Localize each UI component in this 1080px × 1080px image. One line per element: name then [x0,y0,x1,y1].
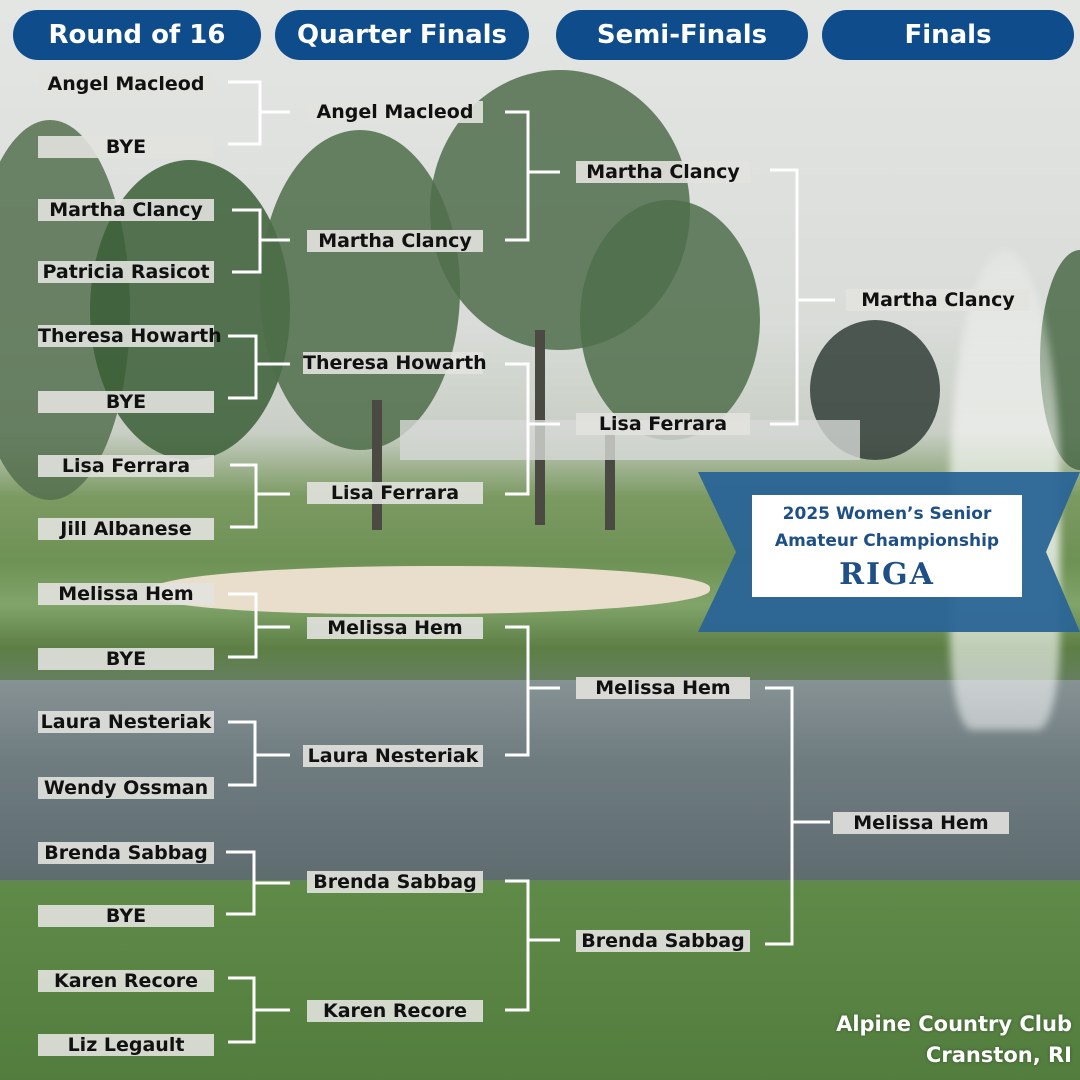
venue-name: Alpine Country Club [836,1012,1072,1036]
final-slot-1: Martha Clancy [846,289,1030,311]
header-finals: Finals [822,10,1074,60]
qf-slot-7: Brenda Sabbag [307,871,483,893]
header-semi-finals: Semi-Finals [556,10,808,60]
r16-slot-13: Brenda Sabbag [38,842,214,864]
riga-logo: RIGA [839,556,935,592]
sf-slot-1: Martha Clancy [576,161,750,183]
r16-slot-12: Wendy Ossman [38,777,214,799]
bracket-connector [505,879,560,1012]
bracket-connector [228,592,290,659]
qf-slot-1: Angel Macleod [307,101,483,123]
sf-slot-3: Melissa Hem [576,677,750,699]
r16-slot-14: BYE [38,905,214,927]
event-title-line1: 2025 Women’s Senior [782,503,992,524]
bracket-connector [228,80,290,146]
qf-slot-4: Lisa Ferrara [307,482,483,504]
qf-slot-8: Karen Recore [307,1000,483,1022]
r16-slot-3: Martha Clancy [38,199,214,221]
header-quarter-finals: Quarter Finals [275,10,529,60]
qf-slot-3: Theresa Howarth [303,352,487,374]
event-title-line2: Amateur Championship [774,530,1000,551]
final-slot-2: Melissa Hem [833,812,1009,834]
r16-slot-8: Jill Albanese [38,518,214,540]
r16-slot-2: BYE [38,136,214,158]
r16-slot-6: BYE [38,391,214,413]
bracket-connector [228,720,290,787]
bracket-connector [228,976,290,1044]
r16-slot-15: Karen Recore [38,970,214,992]
qf-slot-6: Laura Nesteriak [303,745,483,767]
r16-slot-16: Liz Legault [38,1034,214,1056]
bracket-connector [232,208,290,274]
venue-location: Cranston, RI [925,1043,1072,1067]
r16-slot-9: Melissa Hem [38,583,214,605]
sf-slot-2: Lisa Ferrara [576,413,750,435]
r16-slot-11: Laura Nesteriak [38,711,214,733]
bracket-connector [765,686,830,946]
r16-slot-1: Angel Macleod [38,73,214,95]
bracket-connector [230,463,290,529]
bracket-connector [505,625,560,757]
bracket-connector [505,362,560,496]
qf-slot-2: Martha Clancy [307,230,483,252]
r16-slot-7: Lisa Ferrara [38,455,214,477]
event-card: 2025 Women’s Senior Amateur Championship… [752,495,1022,597]
qf-slot-5: Melissa Hem [307,617,483,639]
r16-slot-10: BYE [38,648,214,670]
r16-slot-4: Patricia Rasicot [38,261,214,283]
bracket-connector [226,850,290,916]
bracket-connector [505,110,560,242]
sf-slot-4: Brenda Sabbag [576,930,750,952]
r16-slot-5: Theresa Howarth [38,325,222,347]
bracket-connector [770,168,835,426]
header-round-of-16: Round of 16 [13,10,261,60]
bracket-connector [228,334,290,400]
